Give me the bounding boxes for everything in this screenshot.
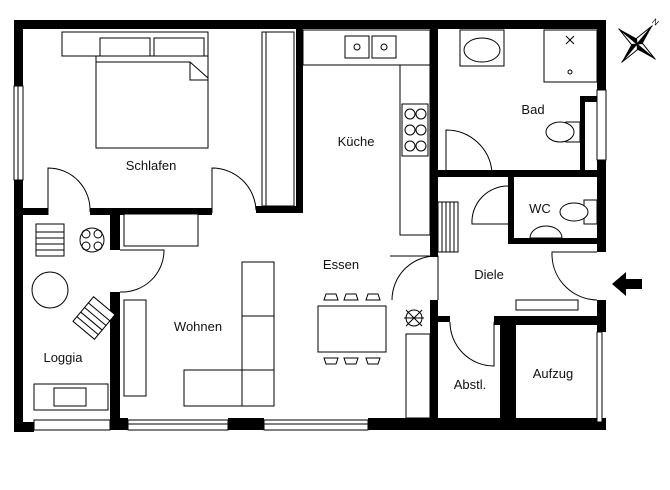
room-label-schlafen: Schlafen — [126, 158, 177, 173]
kitchen-furniture — [302, 29, 431, 236]
compass-icon: N — [618, 17, 661, 63]
loggia-furniture — [31, 223, 116, 411]
doors — [47, 129, 598, 367]
living-furniture — [123, 213, 431, 419]
entrance-arrow-icon — [612, 272, 642, 296]
radiator — [437, 201, 459, 253]
bedroom-furniture — [61, 31, 295, 207]
bathroom-furniture — [459, 29, 598, 143]
room-label-wohnen: Wohnen — [174, 319, 222, 334]
outer-walls — [14, 20, 606, 432]
wc-furniture — [529, 199, 598, 239]
room-label-bad: Bad — [521, 102, 544, 117]
interior-walls — [14, 29, 606, 422]
plant-icon — [404, 309, 424, 327]
room-labels: Schlafen Küche Bad WC Essen Diele Wohnen… — [43, 102, 573, 392]
room-label-abstl: Abstl. — [454, 377, 487, 392]
compass-north-label: N — [650, 17, 660, 28]
room-label-loggia: Loggia — [43, 350, 83, 365]
dining-chairs — [323, 293, 381, 365]
room-label-aufzug: Aufzug — [533, 366, 573, 381]
room-label-diele: Diele — [474, 267, 504, 282]
room-label-essen: Essen — [323, 257, 359, 272]
room-label-wc: WC — [529, 201, 551, 216]
plant-icon — [79, 227, 105, 253]
room-label-kueche: Küche — [338, 134, 375, 149]
windows — [13, 85, 607, 431]
